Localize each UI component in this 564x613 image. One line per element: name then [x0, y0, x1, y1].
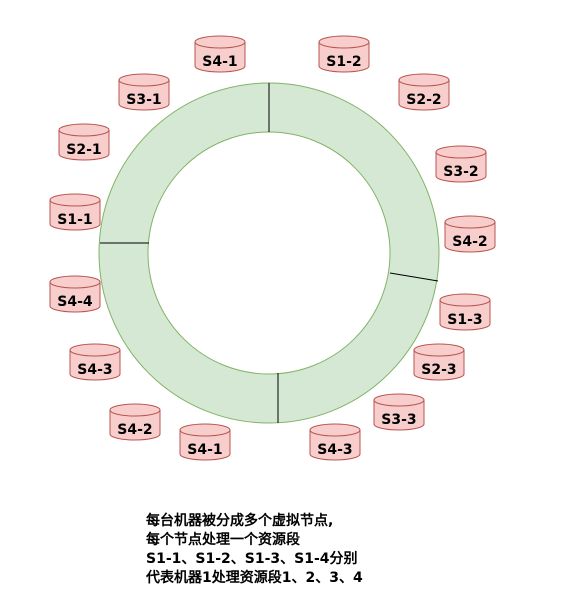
node-label: S4-3	[77, 362, 112, 378]
node-label: S2-3	[421, 362, 456, 378]
node-label: S1-1	[57, 212, 92, 228]
node-label: S4-1	[187, 442, 222, 458]
caption-line: S1-1、S1-2、S1-3、S1-4分别	[146, 551, 358, 567]
node-label: S4-2	[117, 422, 152, 438]
caption-line: 每个节点处理一个资源段	[146, 532, 300, 548]
caption-line: 代表机器1处理资源段1、2、3、4	[146, 570, 363, 586]
node-label: S2-1	[66, 142, 101, 158]
node-s4-1-top: S4-1	[194, 35, 246, 73]
node-s2-1: S2-1	[58, 123, 110, 161]
caption-line: 每台机器被分成多个虚拟节点,	[146, 513, 334, 529]
hash-ring	[98, 82, 440, 424]
node-s4-3-bottom: S4-3	[309, 423, 361, 461]
node-label: S1-3	[447, 312, 482, 328]
node-label: S3-3	[381, 412, 416, 428]
node-s4-3-left: S4-3	[69, 343, 121, 381]
node-s2-3: S2-3	[413, 343, 465, 381]
node-s1-1: S1-1	[49, 193, 101, 231]
node-s4-4: S4-4	[49, 275, 101, 313]
node-label: S4-4	[57, 294, 93, 310]
node-label: S3-1	[126, 92, 161, 108]
node-label: S4-1	[202, 54, 237, 70]
node-s3-1: S3-1	[118, 73, 170, 111]
node-s4-1-bottom: S4-1	[179, 423, 231, 461]
node-label: S4-3	[317, 442, 352, 458]
node-s1-2-top: S1-2	[318, 35, 370, 73]
node-label: S2-2	[406, 92, 441, 108]
node-label: S1-2	[326, 54, 361, 70]
node-s3-3: S3-3	[373, 393, 425, 431]
node-s3-2: S3-2	[435, 145, 487, 183]
node-label: S3-2	[443, 164, 478, 180]
node-s4-2-right: S4-2	[444, 215, 496, 253]
ring-divider-right	[389, 272, 439, 282]
node-s4-2-bottom: S4-2	[109, 403, 161, 441]
node-s2-2: S2-2	[398, 73, 450, 111]
caption-text: 每台机器被分成多个虚拟节点, 每个节点处理一个资源段 S1-1、S1-2、S1-…	[146, 512, 446, 588]
node-s1-3: S1-3	[439, 293, 491, 331]
node-label: S4-2	[452, 234, 487, 250]
